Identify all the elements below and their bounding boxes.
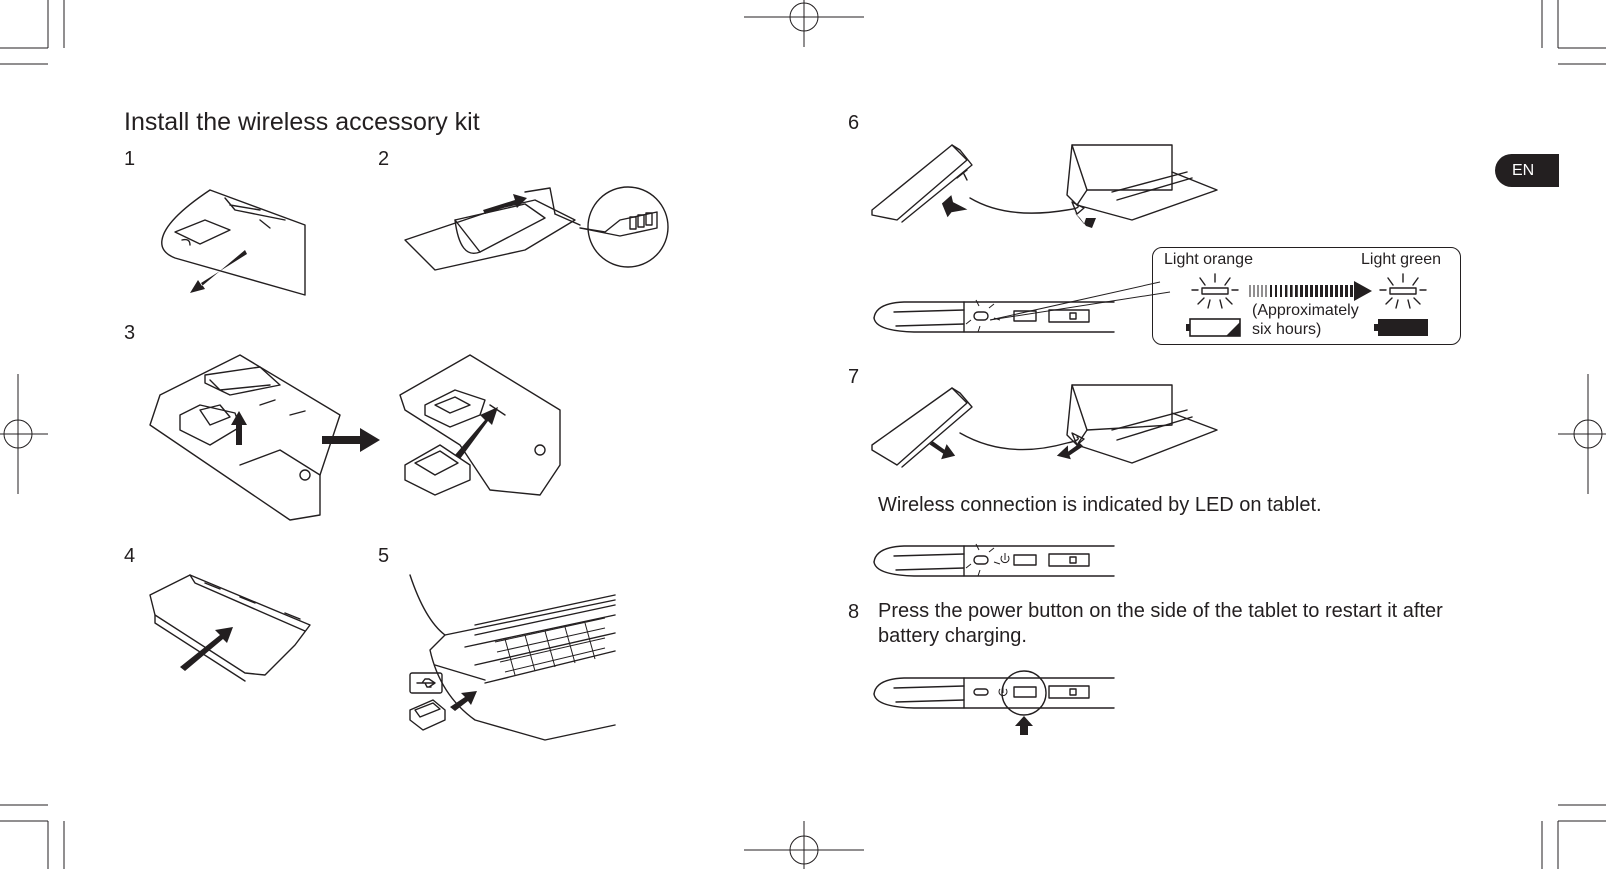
led-orange-icon	[1191, 273, 1239, 309]
step-4-illustration	[149, 574, 311, 682]
battery-full-icon	[1374, 319, 1428, 336]
charging-progress-arrow	[1249, 281, 1372, 301]
step-6-side-view	[873, 299, 1115, 333]
battery-empty-icon	[1186, 318, 1241, 337]
power-instruction-line2: battery charging.	[878, 625, 1027, 647]
led-green-icon	[1379, 273, 1427, 309]
step-7-illustration	[871, 384, 1218, 468]
step-6-illustration	[871, 144, 1218, 228]
arrow-right-icon	[322, 428, 380, 452]
step-7-side-view	[873, 543, 1115, 577]
step-2-illustration	[404, 186, 669, 271]
usb-icon	[416, 678, 436, 688]
registration-mark-icon	[744, 0, 864, 47]
step-3-illustration-right	[399, 354, 561, 496]
step-number-1: 1	[124, 148, 136, 170]
charge-indicator-box	[1152, 247, 1461, 345]
language-tab[interactable]: EN	[1495, 154, 1559, 187]
power-instruction-line1: Press the power button on the side of th…	[878, 600, 1443, 622]
step-number-2: 2	[378, 148, 390, 170]
registration-mark-icon	[0, 374, 48, 494]
step-number-3: 3	[124, 322, 136, 344]
led-callout-line	[989, 281, 1171, 321]
step-number-4: 4	[124, 545, 136, 567]
registration-mark-icon	[1558, 374, 1606, 494]
power-icon	[1000, 553, 1010, 564]
wireless-connection-text: Wireless connection is indicated by LED …	[878, 494, 1322, 516]
step-number-5: 5	[378, 545, 390, 567]
registration-mark-icon	[744, 821, 864, 869]
press-arrow-icon	[1015, 716, 1033, 735]
light-green-label: Light green	[1361, 251, 1442, 268]
step-3-illustration-left	[149, 354, 341, 521]
power-icon	[998, 686, 1008, 697]
step-number-7: 7	[848, 366, 860, 388]
step-8-side-view	[873, 670, 1115, 735]
step-number-6: 6	[848, 112, 860, 134]
duration-label-line1: (Approximately	[1252, 302, 1359, 319]
step-5-illustration	[409, 574, 616, 741]
step-number-8: 8	[848, 601, 860, 623]
light-orange-label: Light orange	[1164, 251, 1253, 268]
page-title: Install the wireless accessory kit	[124, 108, 480, 136]
duration-label-line2: six hours)	[1252, 321, 1322, 338]
step-1-illustration	[161, 189, 306, 296]
